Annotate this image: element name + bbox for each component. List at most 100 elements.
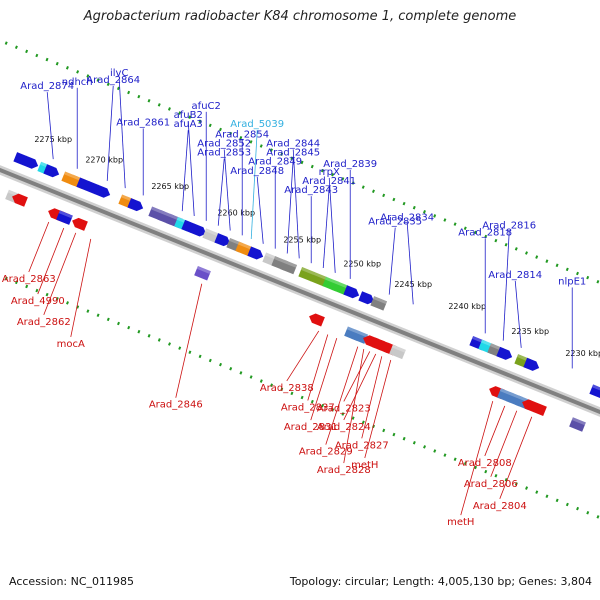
reverse-gene[interactable] [194,265,211,281]
label-leader-line [46,92,54,160]
reverse-gene[interactable] [389,344,406,360]
reverse-genes[interactable] [5,189,586,432]
reverse-gene[interactable] [70,216,88,231]
gene-label[interactable]: Arad_2838 [260,383,314,394]
label-leader-line [307,334,329,401]
gene-label[interactable]: Arad_2818 [458,227,512,238]
gene-label[interactable]: afuB2 [174,110,203,121]
gene-label[interactable]: Arad_2806 [464,479,518,490]
forward-gene[interactable] [202,228,220,243]
gene-label[interactable]: Arad_2823 [317,403,371,414]
gene-label[interactable]: rrpX [319,167,340,178]
gene-label[interactable]: afuC2 [192,101,221,112]
label-leader-line [43,232,77,316]
gene-label[interactable]: Arad_2816 [482,221,536,232]
forward-gene[interactable] [247,246,265,261]
kbp-tick-label: 2230 kbp [565,349,600,358]
label-leader-line [484,405,506,457]
label-leader-line [325,346,359,445]
label-leader-line [28,221,50,273]
gene-label[interactable]: Arad_2862 [17,317,71,328]
label-leader-line [187,120,195,217]
forward-gene[interactable] [22,155,40,171]
gene-label[interactable]: Arad_2843 [284,185,338,196]
forward-genes[interactable] [13,152,600,399]
reverse-gene[interactable] [351,329,369,344]
kbp-tick-label: 2235 kbp [511,327,549,336]
forward-gene[interactable] [358,291,376,306]
forward-gene[interactable] [343,285,361,300]
label-leader-line [175,283,203,398]
forward-gene[interactable] [43,164,61,179]
gene-label[interactable]: Arad_2827 [335,440,389,451]
accession-text: Accession: NC_011985 [9,575,135,588]
forward-gene[interactable] [127,198,145,213]
gene-label[interactable]: mocA [57,339,85,350]
label-leader-line [292,149,300,259]
gene-label[interactable]: Arad_2831 [284,422,338,433]
gene-label[interactable]: Arad_5039 [230,119,284,130]
forward-gene[interactable] [589,384,600,399]
label-leader-line [499,416,533,499]
label-leader-line [70,238,92,338]
gene-label[interactable]: metH [447,517,474,528]
label-leader-line [343,349,365,464]
gene-label[interactable]: Arad_2874 [20,81,74,92]
label-leader-line [181,130,189,212]
forward-gene[interactable] [190,223,208,238]
kbp-tick-label: 2250 kbp [343,259,381,268]
forward-gene[interactable] [331,280,349,295]
gene-label[interactable]: metH [351,460,378,471]
reverse-gene[interactable] [56,210,73,225]
gene-label[interactable]: Arad_2824 [317,422,371,433]
reverse-gene[interactable] [10,192,28,207]
gene-label[interactable]: Arad_2804 [473,501,527,512]
reverse-gene[interactable] [307,312,325,327]
gene-label[interactable]: Arad_2808 [458,458,512,469]
map-title: Agrobacterium radiobacter K84 chromosome… [83,9,517,24]
forward-gene[interactable] [298,267,316,282]
gene-label[interactable]: Arad_2835 [368,217,422,228]
gene-label[interactable]: Arad_2863 [2,274,56,285]
gene-label[interactable]: Arad_2852 [197,139,251,150]
gene-label[interactable]: Arad_2837 [281,403,335,414]
forward-gene[interactable] [523,357,541,373]
forward-gene[interactable] [280,259,298,275]
forward-gene[interactable] [370,296,388,311]
label-leader-line [361,356,383,439]
label-leader-line [406,223,414,305]
gene-label[interactable]: Arad_2864 [86,75,140,86]
gene-label[interactable]: ilvC [110,68,128,79]
gene-label[interactable]: Arad_2834 [380,212,434,223]
label-leader-line [286,330,320,382]
label-leader-line [106,85,114,181]
forward-gene[interactable] [214,233,232,248]
forward-gene[interactable] [310,271,328,287]
label-leader-line [256,176,264,244]
gene-label[interactable]: Arad_2846 [149,400,203,411]
label-leader-line [343,351,371,402]
forward-gene[interactable] [496,346,514,362]
reverse-gene[interactable] [529,401,547,417]
gene-label[interactable]: Arad_2849 [248,157,302,168]
forward-gene[interactable] [94,184,112,200]
gene-label[interactable]: Arad_2828 [317,465,371,476]
gene-label[interactable]: Arad_2844 [266,138,320,149]
gene-label[interactable]: Arad_4990 [11,296,65,307]
gene-label[interactable]: Arad_2839 [323,159,377,170]
label-leader-line [37,227,65,295]
gene-label[interactable]: Arad_2829 [299,447,353,458]
gene-label[interactable]: Arad_2861 [116,117,170,128]
reverse-gene[interactable] [569,417,586,432]
gene-label[interactable]: ndhch [62,77,93,88]
gene-label[interactable]: Arad_2848 [230,166,284,177]
gene-label[interactable]: nlpE1 [558,276,586,287]
backbone-line [0,167,600,415]
gene-label[interactable]: Arad_2814 [488,270,542,281]
forward-gene[interactable] [235,241,253,257]
gene-label[interactable]: Arad_2854 [215,129,269,140]
kbp-tick-label: 2245 kbp [394,280,432,289]
